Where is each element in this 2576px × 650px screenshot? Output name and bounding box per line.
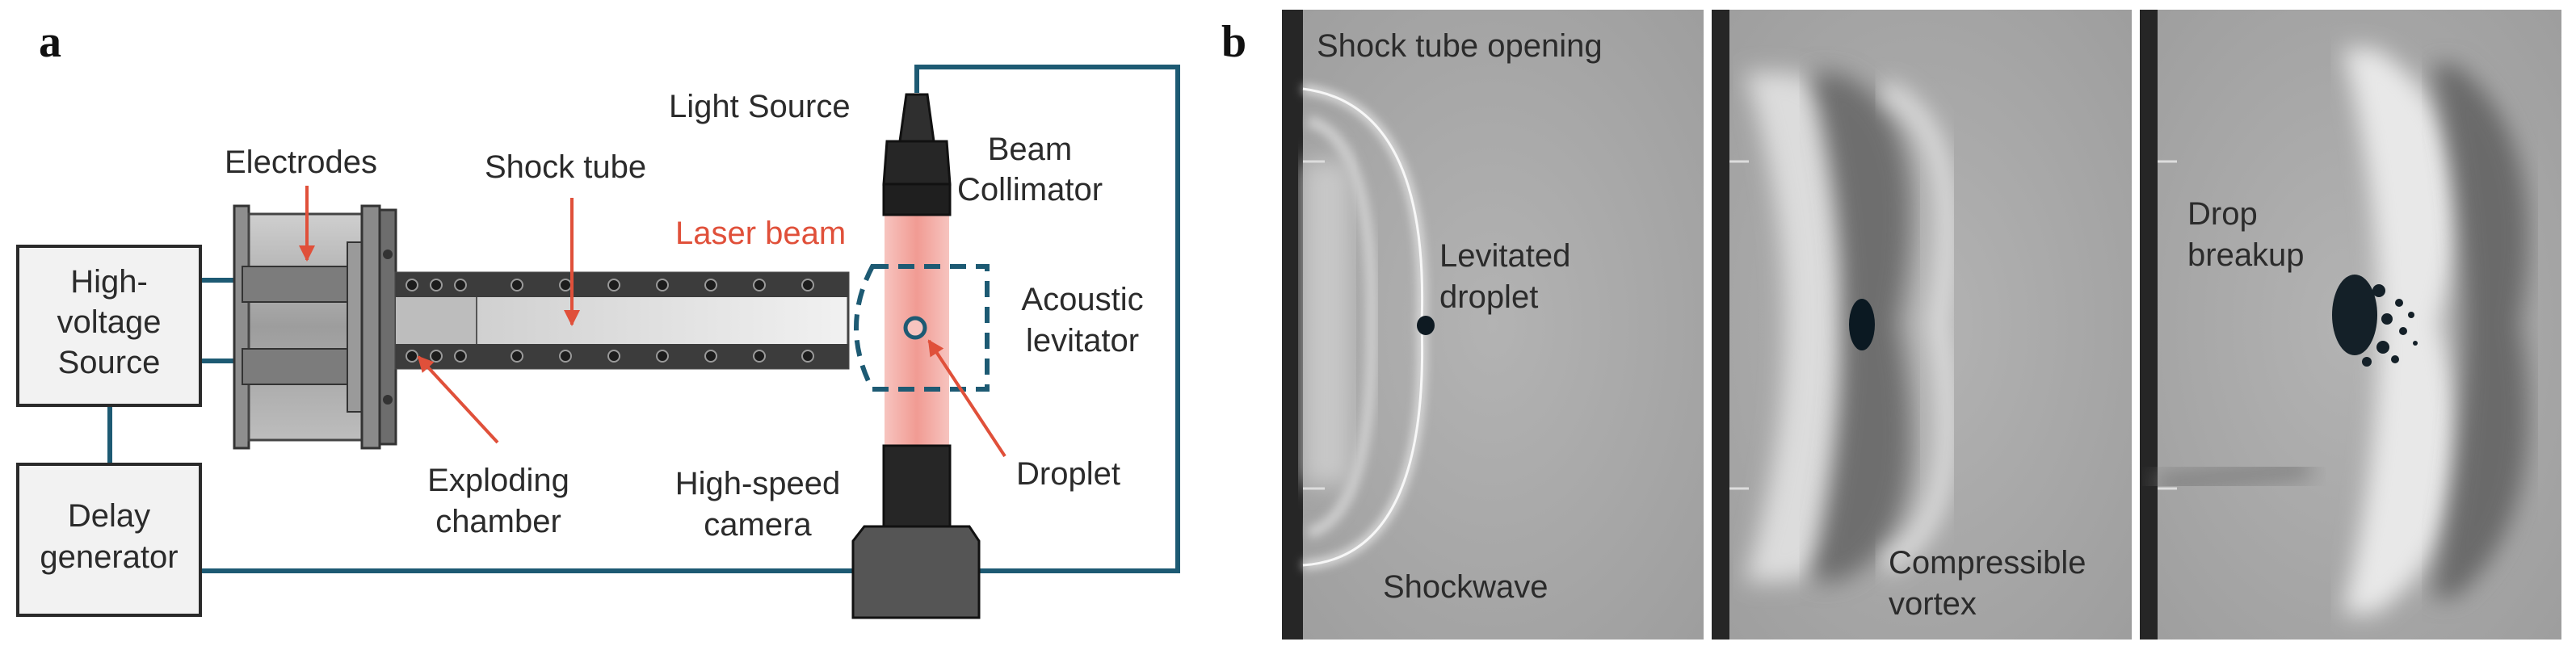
- electrode-lower: [242, 348, 348, 385]
- light-source-label: Light Source: [669, 89, 851, 124]
- high-voltage-label-line3: Source: [58, 345, 161, 380]
- acoustic-levitator-label-line2: levitator: [1026, 323, 1139, 359]
- exploding-chamber-assembly: [233, 204, 397, 450]
- shockwave-label: Shockwave: [1383, 569, 1549, 605]
- laser-beam-label: Laser beam: [675, 216, 846, 251]
- frame-1-shock-arrival: Shock tube opening Levitated droplet Sho…: [1282, 10, 1704, 640]
- drop-breakup-label-line2: breakup: [2187, 237, 2305, 273]
- beam-collimator-label-line2: Collimator: [957, 172, 1103, 208]
- panel-a-letter: a: [39, 17, 61, 67]
- high-voltage-source-box: High- voltage Source: [16, 245, 202, 407]
- panel-b-letter: b: [1221, 17, 1246, 67]
- tube-bolts: [406, 279, 814, 363]
- shock-tube-label: Shock tube: [485, 149, 646, 185]
- droplet-marker: [903, 316, 927, 340]
- exploding-chamber-label-line1: Exploding: [427, 463, 569, 498]
- frame-3-drop-breakup: Drop breakup: [2140, 10, 2561, 640]
- high-voltage-label-line1: High-: [70, 264, 148, 300]
- deformed-droplet: [1849, 299, 1875, 350]
- drop-breakup-label-line1: Drop: [2187, 196, 2258, 232]
- beam-collimator-label-line1: Beam: [988, 132, 1073, 167]
- frame-2-compressible-vortex: Compressible vortex: [1712, 10, 2132, 640]
- delay-generator-box: Delay generator: [16, 463, 202, 617]
- connection-wires: [107, 65, 1180, 573]
- exploding-chamber-label-line2: chamber: [435, 504, 561, 539]
- high-voltage-label-line2: voltage: [57, 304, 162, 340]
- high-speed-camera-label-line1: High-speed: [675, 466, 841, 501]
- panel-a: a High- voltage Source Delay generator: [16, 17, 1180, 619]
- levitated-droplet: [1417, 316, 1435, 335]
- shock-tube-opening-label: Shock tube opening: [1317, 28, 1603, 64]
- high-speed-camera-label-line2: camera: [704, 507, 812, 543]
- shock-tube: [394, 271, 850, 370]
- panel-b: b Shock tube opening Levitated droplet S…: [1221, 10, 2561, 640]
- acoustic-levitator-label-line1: Acoustic: [1021, 282, 1143, 317]
- acoustic-levitator-outline: [854, 264, 990, 392]
- fragmented-droplet: [2332, 275, 2418, 367]
- delay-generator-label-line1: Delay: [68, 498, 150, 534]
- electrode-upper: [242, 266, 348, 303]
- levitated-droplet-label-line1: Levitated: [1439, 238, 1570, 274]
- droplet-label: Droplet: [1016, 456, 1120, 492]
- delay-generator-label-line2: generator: [40, 539, 178, 575]
- high-speed-camera: [851, 444, 981, 619]
- electrodes-label: Electrodes: [225, 145, 377, 180]
- compressible-vortex-label-line1: Compressible: [1889, 545, 2086, 581]
- compressible-vortex-label-line2: vortex: [1889, 586, 1977, 622]
- light-source: [882, 93, 952, 216]
- levitated-droplet-label-line2: droplet: [1439, 279, 1538, 315]
